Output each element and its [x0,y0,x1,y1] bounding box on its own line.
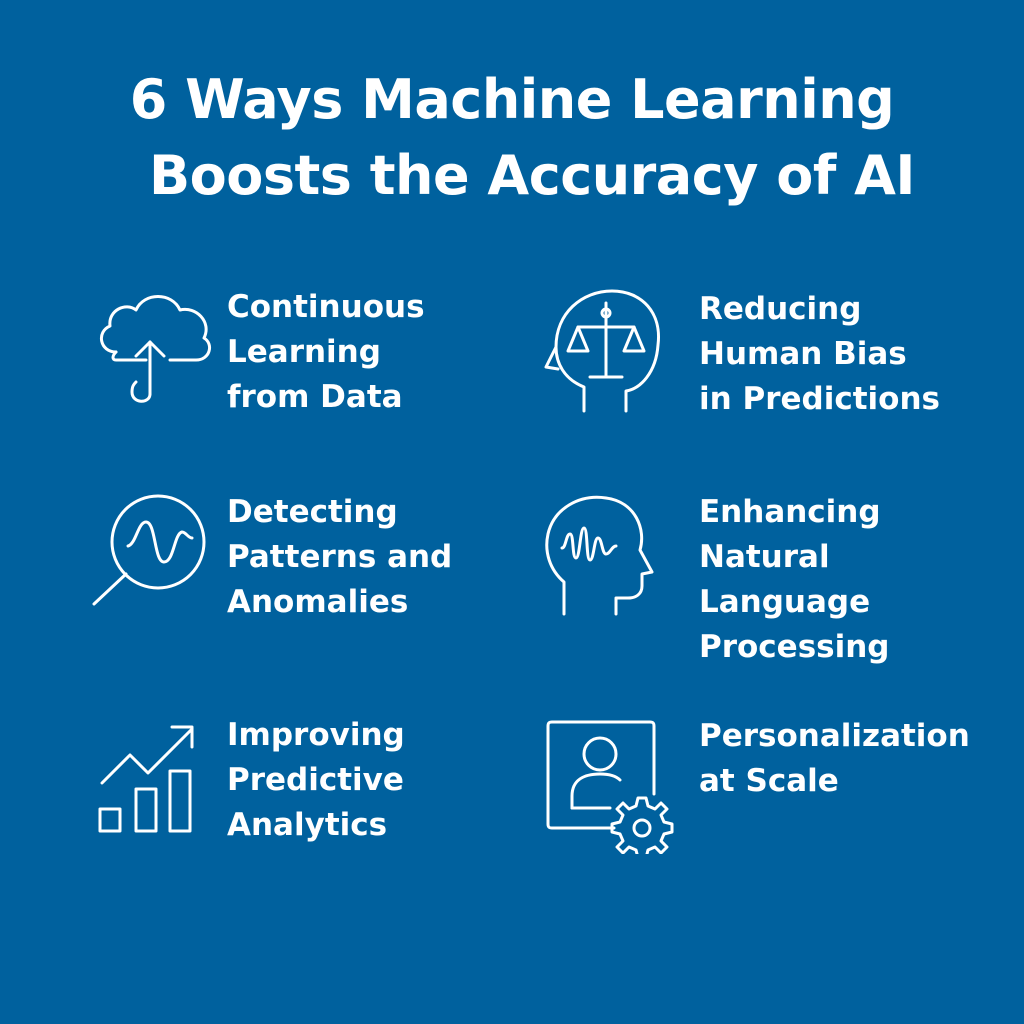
bar-chart-trend-icon [88,715,228,855]
item-reducing-bias: Reducing Human Bias in Predictions [699,291,940,417]
item-detecting-patterns: Detecting Patterns and Anomalies [227,494,453,620]
item-improving-analytics: Improving Predictive Analytics [227,717,405,843]
title-line-1: 6 Ways Machine Learning [129,68,895,131]
item-enhancing-nlp: Enhancing Natural Language Processing [699,494,890,665]
head-wave-icon [540,488,680,628]
user-gear-icon [540,714,680,854]
item-personalization: Personalization at Scale [699,718,970,799]
page-title: 6 Ways Machine Learning Boosts the Accur… [0,62,1024,214]
magnifier-wave-icon [88,482,228,622]
item-continuous-learning: Continuous Learning from Data [227,289,425,415]
cloud-upload-icon [88,280,228,420]
title-line-2: Boosts the Accuracy of AI [148,144,916,207]
head-scales-icon [540,283,680,423]
